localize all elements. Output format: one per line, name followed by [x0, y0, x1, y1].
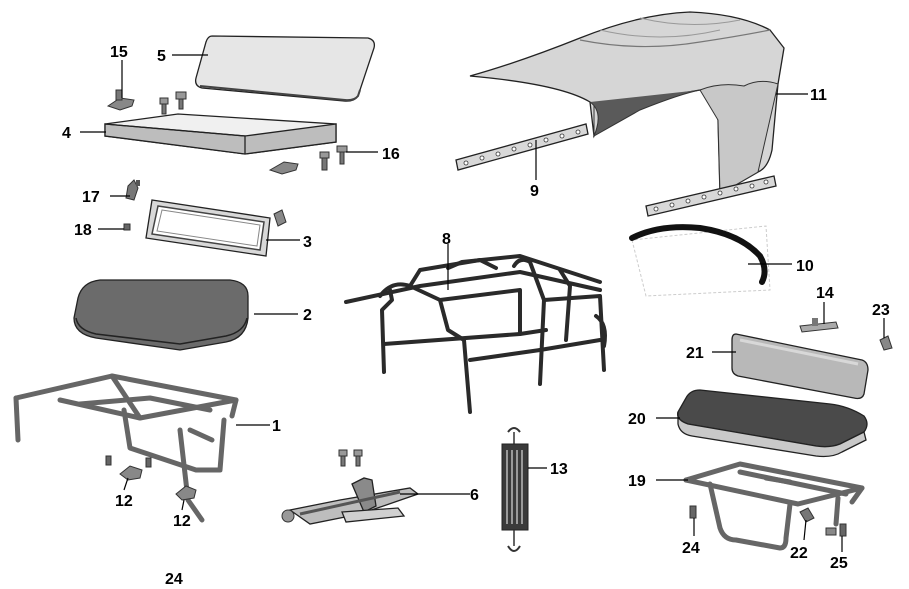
callout-18: 18 — [74, 222, 92, 239]
callout-6: 6 — [470, 487, 479, 504]
callout-5: 5 — [157, 48, 166, 65]
callout-3: 3 — [303, 234, 312, 251]
callout-24-a: 24 — [682, 540, 700, 557]
callout-2: 2 — [303, 307, 312, 324]
part-21-backrest — [731, 333, 869, 400]
part-16-bracket — [268, 145, 348, 175]
part-14-hinge — [799, 318, 839, 333]
part-2-seat-cushion — [73, 279, 249, 351]
callout-1: 1 — [272, 418, 281, 435]
part-9-strip-lower — [645, 175, 777, 217]
part-1-seat-frame — [13, 373, 239, 523]
part-8-roll-cage — [344, 254, 607, 414]
part-17-clip — [125, 179, 140, 201]
part-4-base-board — [104, 113, 337, 155]
part-18-screw — [123, 223, 131, 231]
callout-8: 8 — [442, 231, 451, 248]
part-10-window-seal — [629, 224, 771, 297]
callout-19: 19 — [628, 473, 646, 490]
part-12-brackets — [105, 455, 197, 501]
callout-12-b: 12 — [173, 513, 191, 530]
callout-12-a: 12 — [115, 493, 133, 510]
callout-labels: 1 2 3 4 5 6 8 9 10 11 12 12 13 14 15 16 … — [62, 44, 890, 588]
callout-23: 23 — [872, 302, 890, 319]
part-13-strap — [501, 427, 529, 552]
part-20-rear-cushion — [677, 389, 868, 458]
part-9-strip-upper — [455, 123, 589, 171]
callout-10: 10 — [796, 258, 814, 275]
part-5-cushion-pad — [194, 35, 376, 102]
callout-22: 22 — [790, 545, 808, 562]
part-23-clip — [879, 335, 893, 351]
callout-9: 9 — [530, 183, 539, 200]
part-15-bracket — [106, 89, 187, 115]
part-11-soft-top — [469, 11, 785, 196]
callout-16: 16 — [382, 146, 400, 163]
callout-20: 20 — [628, 411, 646, 428]
part-22-screw — [799, 507, 815, 523]
callout-14: 14 — [816, 285, 834, 302]
leader-lines — [80, 54, 885, 552]
callout-4: 4 — [62, 125, 71, 142]
part-6-jack — [281, 449, 420, 525]
part-25-screw — [825, 523, 847, 537]
part-24-screw — [689, 505, 697, 519]
callout-25: 25 — [830, 555, 848, 572]
callout-24-b: 24 — [165, 571, 183, 588]
callout-21: 21 — [686, 345, 704, 362]
callout-13: 13 — [550, 461, 568, 478]
part-3-window-frame — [145, 199, 287, 257]
callout-15: 15 — [110, 44, 128, 61]
part-19-rear-frame — [683, 461, 865, 551]
callout-17: 17 — [82, 189, 100, 206]
callout-11: 11 — [810, 87, 827, 104]
